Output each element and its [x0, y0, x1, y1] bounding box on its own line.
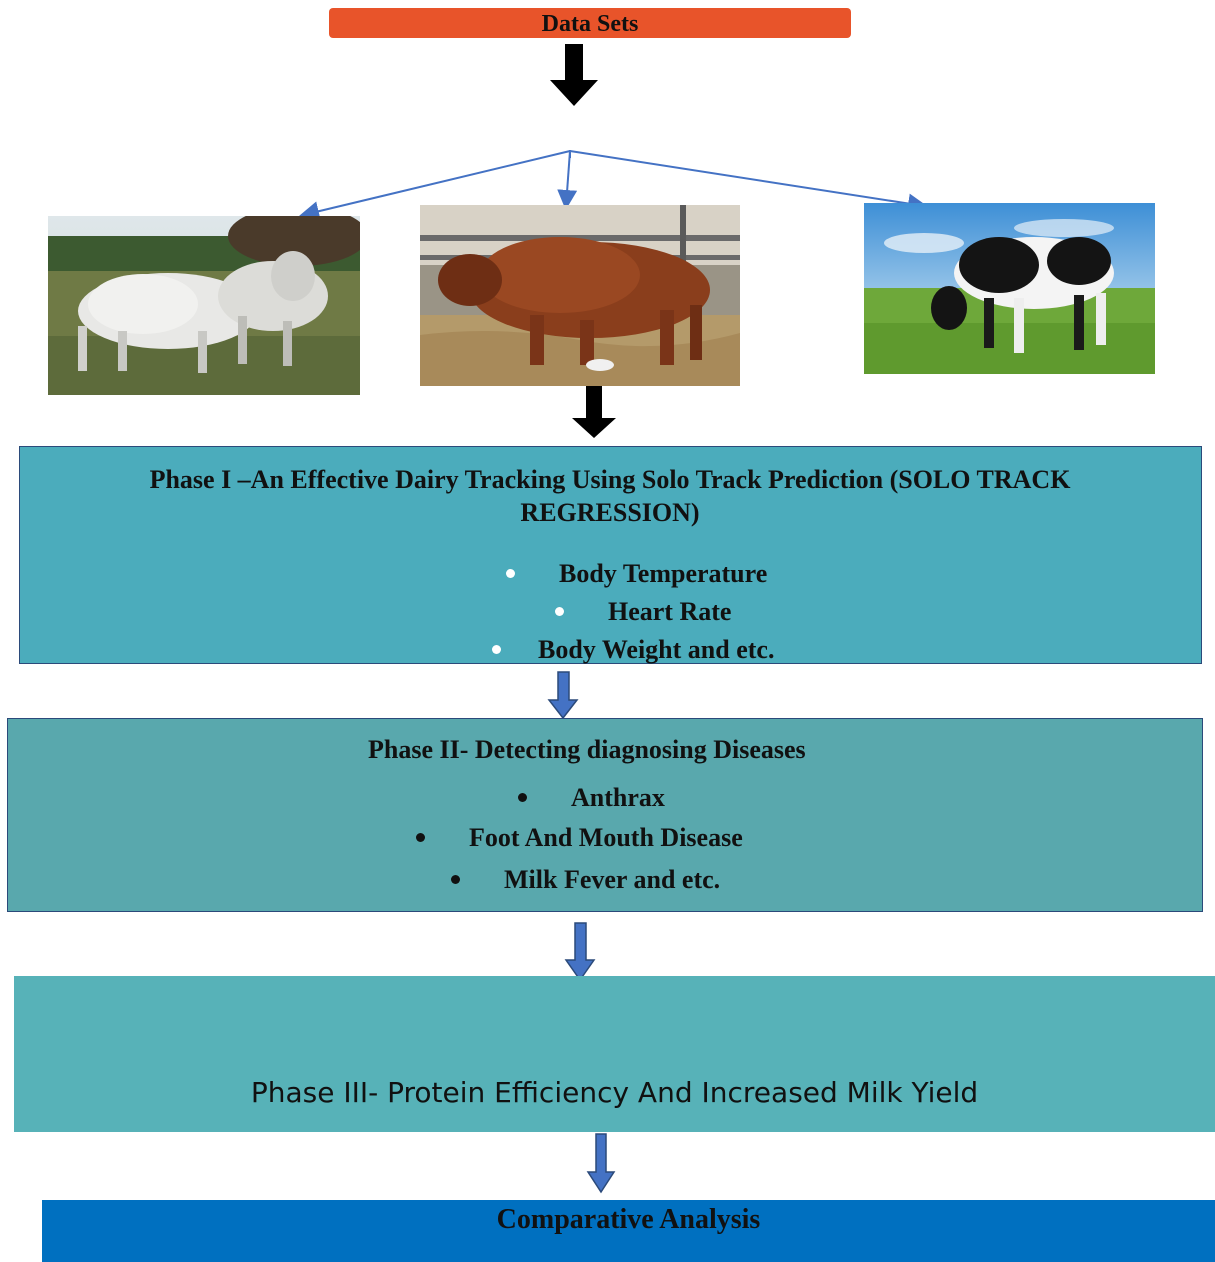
white-cattle-photo [48, 216, 360, 395]
phase-1-bullet: Heart Rate [555, 597, 731, 627]
phase-2-box: Phase II- Detecting diagnosing Diseases … [7, 718, 1203, 912]
comparative-analysis-box: Comparative Analysis [42, 1200, 1215, 1262]
phase-1-bullet: Body Weight and etc. [492, 635, 774, 665]
phase-2-title: Phase II- Detecting diagnosing Diseases [368, 735, 806, 764]
bullet-dot [555, 606, 564, 616]
down-arrow-2 [572, 385, 616, 438]
phase-1-bullet: Body Temperature [506, 559, 767, 589]
brown-bull-photo [420, 205, 740, 386]
bullet-dot [451, 874, 460, 884]
bullet-dot [416, 832, 425, 842]
bullet-dot [492, 644, 501, 654]
down-arrow-5 [586, 1133, 616, 1194]
bullet-dot [506, 568, 515, 578]
phase-2-bullet: Milk Fever and etc. [451, 865, 720, 895]
phase-1-title: Phase I –An Effective Dairy Tracking Usi… [149, 465, 1071, 527]
phase-3-title: Phase III- Protein Efficiency And Increa… [250, 1076, 979, 1109]
down-arrow-3 [547, 671, 579, 720]
data-sets-label: Data Sets [541, 11, 639, 37]
comparative-analysis-title: Comparative Analysis [496, 1204, 761, 1235]
down-arrow-1 [550, 44, 598, 106]
data-sets-box: Data Sets [329, 8, 851, 38]
phase-1-box: Phase I –An Effective Dairy Tracking Usi… [19, 446, 1202, 664]
phase-2-bullet: Foot And Mouth Disease [416, 823, 743, 853]
split-arrows [299, 150, 928, 221]
bullet-dot [518, 792, 527, 802]
phase-3-box: Phase III- Protein Efficiency And Increa… [14, 976, 1215, 1132]
down-arrow-4 [564, 922, 596, 982]
phase-2-bullet: Anthrax [518, 783, 665, 813]
holstein-cow-photo [864, 203, 1155, 374]
